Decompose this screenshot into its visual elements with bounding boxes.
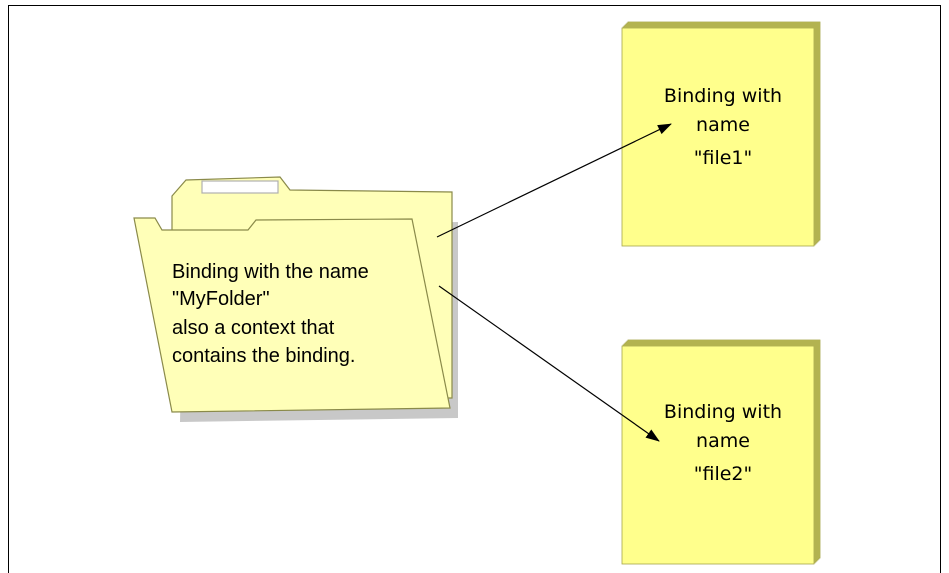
file1-text-line-1: Binding with: [664, 85, 782, 107]
file1-document-stack: Binding with name "file1": [621, 21, 821, 247]
diagram-border: [8, 5, 941, 573]
arrow-folder-to-file1: [436, 123, 672, 238]
folder-text-line-3: also a context that: [172, 317, 335, 339]
file1-text-line-2: name: [696, 114, 750, 136]
document-front-page: [621, 345, 815, 565]
folder-label-tab: [201, 180, 279, 194]
file2-text-line-3: "file2": [694, 463, 753, 485]
folder-icon: Binding with the name "MyFolder" also a …: [133, 176, 458, 422]
file2-document-stack: Binding with name "file2": [621, 339, 821, 565]
folder-front-panel: [133, 217, 451, 413]
arrow-folder-to-file2: [438, 285, 660, 442]
file2-text-line-2: name: [696, 430, 750, 452]
document-front-page: [621, 27, 815, 247]
document-stack-icon: [621, 339, 821, 565]
file2-text-line-1: Binding with: [664, 401, 782, 423]
folder-text-block: Binding with the name "MyFolder" also a …: [172, 261, 369, 367]
folder-text-line-2: "MyFolder": [172, 288, 270, 310]
file1-text-line-3: "file1": [694, 147, 753, 169]
folder-text-line-1: Binding with the name: [172, 261, 369, 283]
folder-text-line-4: contains the binding.: [172, 345, 355, 367]
